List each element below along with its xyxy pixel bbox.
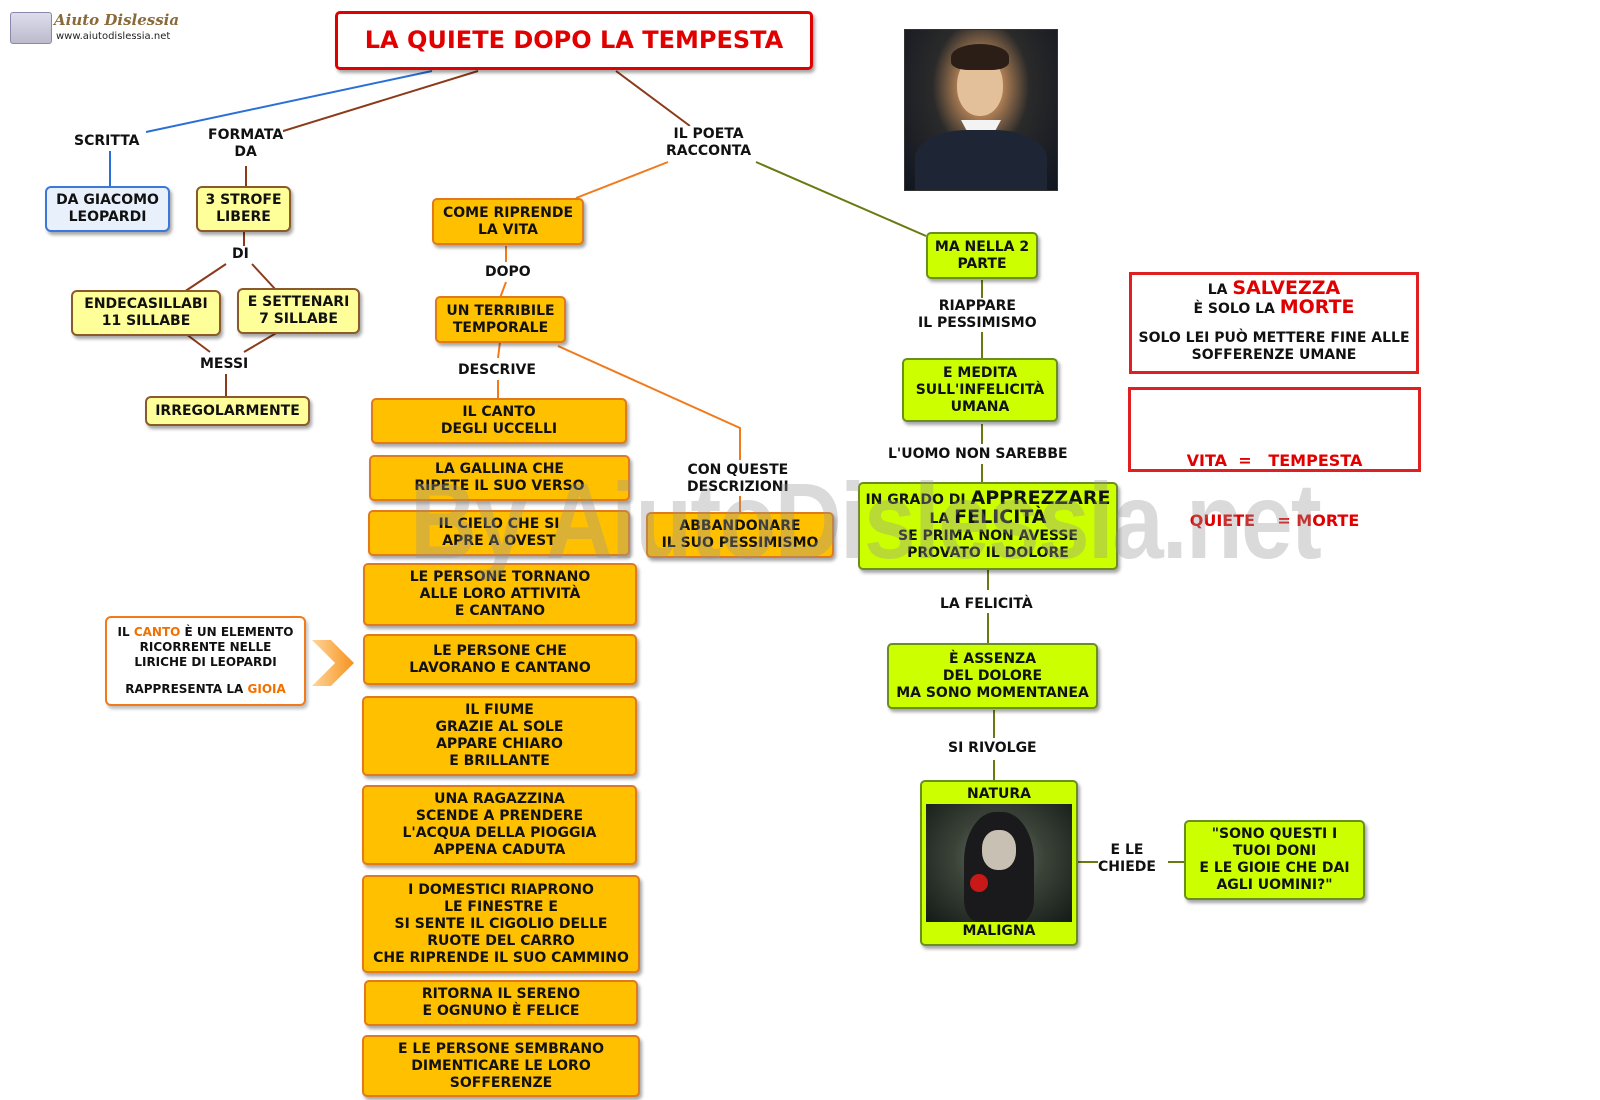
- label-la-felicita: LA FELICITÀ: [940, 596, 1033, 613]
- witch-face: [982, 830, 1016, 870]
- logo-url: www.aiutodislessia.net: [56, 31, 171, 42]
- logo-brand: Aiuto Dislessia: [54, 11, 180, 29]
- label-scritta: SCRITTA: [74, 133, 140, 150]
- portrait-coat: [915, 130, 1047, 190]
- book-icon: [10, 12, 52, 44]
- label-si-rivolge: SI RIVOLGE: [948, 740, 1037, 757]
- node-irregolarmente: IRREGOLARMENTE: [145, 396, 310, 426]
- note-canto: IL CANTO È UN ELEMENTO RICORRENTE NELLE …: [105, 616, 306, 706]
- label-di: DI: [232, 246, 249, 263]
- label-uomo-non-sarebbe: L'UOMO NON SAREBBE: [888, 446, 1068, 463]
- label-descrive: DESCRIVE: [458, 362, 536, 379]
- label-messi: MESSI: [200, 356, 249, 373]
- label-dopo: DOPO: [485, 264, 531, 281]
- box-salvezza-morte: LA SALVEZZA È SOLO LA MORTE SOLO LEI PUÒ…: [1129, 272, 1419, 374]
- leopardi-portrait-image: [904, 29, 1058, 191]
- page-title: LA QUIETE DOPO LA TEMPESTA: [335, 11, 813, 70]
- box-vita-tempesta: VITA = TEMPESTA QUIETE = MORTE: [1128, 387, 1421, 530]
- title-text: LA QUIETE DOPO LA TEMPESTA: [364, 26, 784, 54]
- logo[interactable]: Aiuto Dislessia www.aiutodislessia.net: [10, 10, 179, 46]
- portrait-hair: [951, 44, 1009, 70]
- node-natura-maligna: NATURA MALIGNA: [920, 780, 1078, 946]
- witch-image: [926, 804, 1072, 922]
- apple-icon: [970, 874, 988, 892]
- node-apprezzare-felicita: IN GRADO DI APPREZZARE LA FELICITÀ SE PR…: [858, 482, 1118, 570]
